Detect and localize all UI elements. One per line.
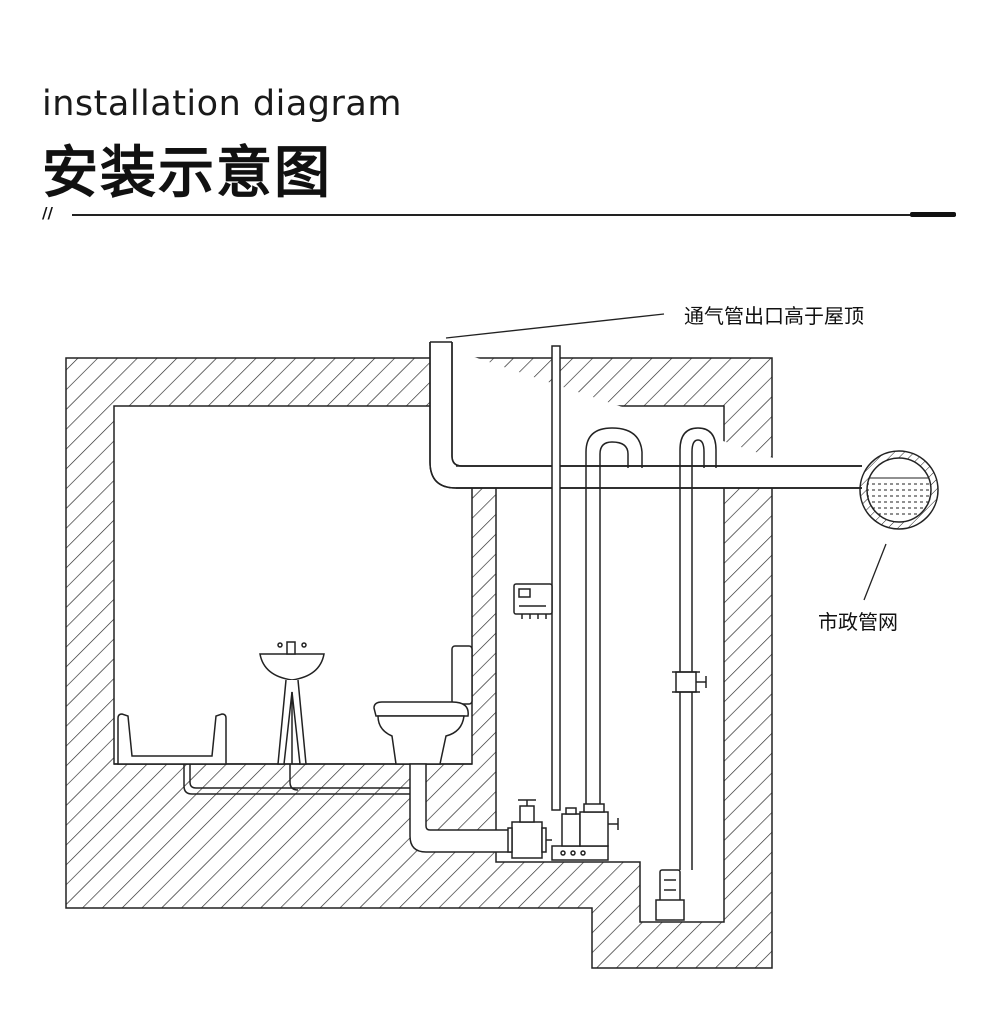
gate-valve — [507, 799, 547, 859]
municipal-pipe — [859, 450, 939, 530]
mains-leader-line — [863, 543, 887, 601]
discharge-pipe-left — [585, 427, 643, 808]
thin-riser — [551, 345, 561, 811]
bathroom-drain-pipes — [183, 764, 410, 795]
check-valve-right — [672, 671, 707, 693]
vent-outlet-label: 通气管出口高于屋顶 — [684, 304, 864, 328]
divider-accent — [910, 212, 956, 217]
lifting-pump-unit — [546, 803, 619, 861]
washbasin-icon — [259, 641, 325, 765]
toilet-icon — [373, 645, 473, 765]
subtitle-english: installation diagram — [42, 84, 402, 124]
municipal-network-label: 市政管网 — [818, 610, 898, 634]
divider-line — [72, 214, 956, 216]
vent-leader-line — [445, 313, 665, 339]
submersible-pump-icon — [655, 869, 685, 921]
divider-mark: // — [42, 204, 53, 222]
vent-pipe — [429, 341, 862, 489]
discharge-pipe-right — [679, 427, 717, 870]
page-title: 安装示意图 — [42, 141, 332, 206]
control-box — [513, 583, 553, 619]
bathtub-icon — [117, 713, 227, 765]
